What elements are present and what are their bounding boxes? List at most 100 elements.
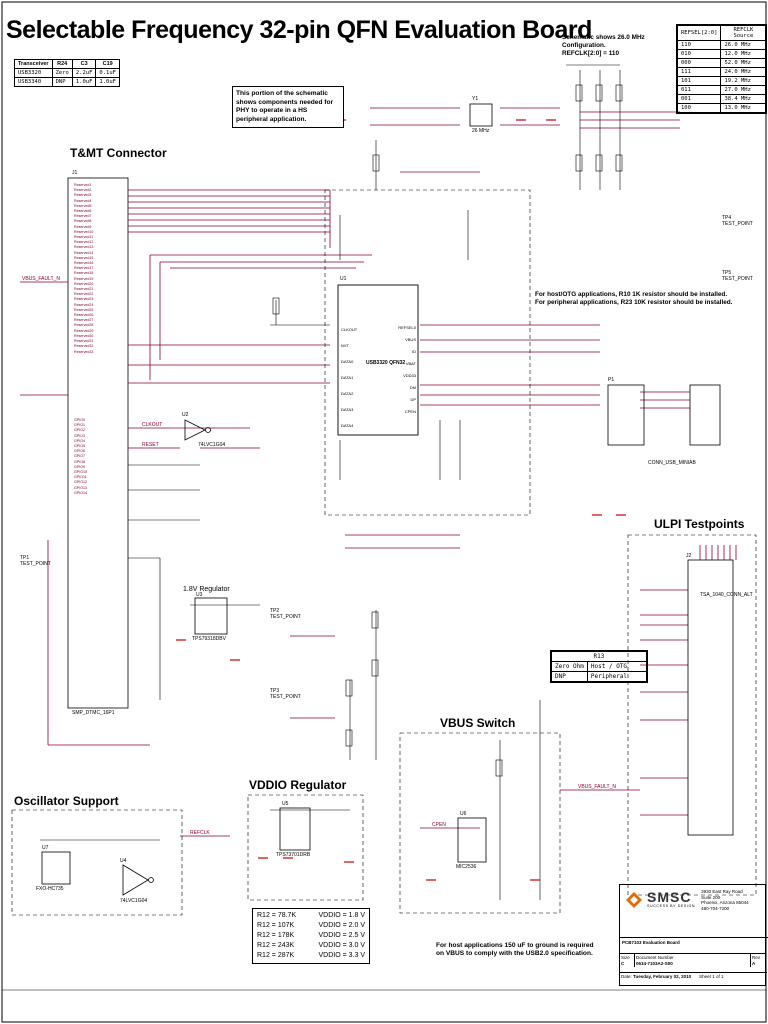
size-label: Size xyxy=(621,955,630,960)
tp2-label: TEST_POINT xyxy=(270,614,301,620)
j1-pin-label: Reserved14 xyxy=(74,250,94,255)
j2-part: TSA_1040_CONN_ALT xyxy=(700,592,753,598)
tp5-ref: TP5 xyxy=(722,270,732,276)
u4-part: 74LVC1G04 xyxy=(120,898,148,904)
company-tagline: SUCCESS BY DESIGN xyxy=(647,904,696,909)
u2-ref: U2 xyxy=(182,412,189,418)
vddio-regulator-heading: VDDIO Regulator xyxy=(249,778,347,792)
j1-gpio-label: GPIO3 xyxy=(74,433,85,438)
u7-part: FXO-HC735 xyxy=(36,886,64,892)
u1-pin-label: ID xyxy=(412,349,416,354)
j1-gpio-label: GPIO7 xyxy=(74,454,85,459)
table-cell: USB3340 xyxy=(14,77,53,87)
u1-pin-label: CPEN xyxy=(404,409,416,414)
sheet-value: 1 xyxy=(712,974,715,979)
u6-ref: U6 xyxy=(460,811,467,817)
u3-part: TPS79318DBV xyxy=(192,636,226,642)
net-cpen: CPEN xyxy=(432,822,446,828)
r12-value: R12 = 178K xyxy=(257,932,295,939)
table-cell: 38.4 MHz xyxy=(720,94,767,104)
table-cell: Zero xyxy=(51,68,73,78)
j1-gpio-label: GPIO11 xyxy=(74,475,87,480)
r12-value: R12 = 243K xyxy=(257,942,295,949)
u7-ref: U7 xyxy=(42,845,49,851)
table-cell: USB3320 xyxy=(14,68,53,78)
phy-note: This portion of the schematic shows comp… xyxy=(232,86,344,128)
address-line: 480-704-7200 xyxy=(701,905,730,911)
net-vbus-fault: VBUS_FAULT_N xyxy=(578,784,616,790)
j1-pin-label: Reserved28 xyxy=(74,323,94,328)
sheet-label: Sheet xyxy=(699,974,711,979)
j1-pin-label: Reserved19 xyxy=(74,276,94,281)
j1-pin-label: Reserved17 xyxy=(74,266,94,271)
u2-part: 74LVC1G04 xyxy=(198,442,226,448)
config-note-line1: Schematic shows 26.0 MHz Configuration. xyxy=(562,34,645,49)
u4-ref: U4 xyxy=(120,858,127,864)
j1-pin-label: Reserved29 xyxy=(74,328,94,333)
testpoint-tp2: TP2 TEST_POINT xyxy=(270,608,301,620)
j1-gpio-label: GPIO5 xyxy=(74,444,85,449)
u1-pin-label: CLKOUT xyxy=(341,327,358,332)
table-cell: 13.0 MHz xyxy=(720,103,767,114)
table-cell: 52.0 MHz xyxy=(720,58,767,68)
doc-number: 0634-7103A2-S00 xyxy=(636,960,673,966)
j1-gpio-label: GPIO13 xyxy=(74,485,87,490)
u1-pin-label: REFSEL0 xyxy=(398,325,416,330)
j1-pin-label: Reserved32 xyxy=(74,344,94,349)
vddio-value: VDDIO = 2.5 V xyxy=(318,932,366,939)
y1-part: 26 MHz xyxy=(472,128,490,134)
company-row: SMSC SUCCESS BY DESIGN 3930 East Ray Roa… xyxy=(620,885,765,911)
testpoint-tp3: TP3 TEST_POINT xyxy=(270,688,301,700)
table-cell: 100 xyxy=(676,103,722,114)
tp2-ref: TP2 xyxy=(270,608,280,614)
j1-pin-label: Reserved2 xyxy=(74,188,92,193)
j1-gpio-label: GPIO6 xyxy=(74,449,85,454)
table-cell: 24.0 MHz xyxy=(720,67,767,77)
refsel-header: REFSEL[2:0] xyxy=(676,24,722,41)
j1-pin-label: Reserved25 xyxy=(74,307,94,312)
table-cell: 111 xyxy=(676,67,722,77)
company-address: 3930 East Ray Road Suite 200 Phoenix, Ar… xyxy=(701,889,749,911)
j1-gpio-label: GPIO9 xyxy=(74,464,85,469)
address-line: Suite 200 xyxy=(701,894,721,900)
smsc-logo-icon xyxy=(626,892,642,908)
table-cell: 000 xyxy=(676,58,722,68)
date-value: Tuesday, February 02, 2010 xyxy=(633,974,692,979)
u1-pin-label: NXT xyxy=(341,343,349,348)
tp1-label: TEST_POINT xyxy=(20,561,51,567)
table-cell: 1.0uF xyxy=(95,77,120,87)
otg-note: For host/OTG applications, R10 1K resist… xyxy=(535,291,735,307)
j1-gpio-label: GPIO1 xyxy=(74,423,85,428)
u5-ref: U5 xyxy=(282,801,289,807)
size-value: C xyxy=(621,960,625,966)
size-cell: Size C xyxy=(620,954,635,967)
j1-pin-label: Reserved24 xyxy=(74,302,94,307)
j1-pin-label: Reserved22 xyxy=(74,292,94,297)
tp5-label: TEST_POINT xyxy=(722,276,753,282)
doc-number-row: Size C Document Number 0634-7103A2-S00 R… xyxy=(620,953,765,967)
u1-pin-label: VBAT xyxy=(405,361,416,366)
u1-pin-label: DP xyxy=(410,397,416,402)
tp1-ref: TP1 xyxy=(20,555,30,561)
reg18-heading: 1.8V Regulator xyxy=(183,586,230,593)
company-name: SMSC xyxy=(647,889,692,906)
j1-pin-label: Reserved31 xyxy=(74,339,94,344)
j1-pin-label: Reserved33 xyxy=(74,349,94,354)
rev-cell: Rev A xyxy=(751,954,765,967)
u1-pin-label: DATA3 xyxy=(341,407,354,412)
y1-ref: Y1 xyxy=(472,96,479,102)
j1-gpio-label: GPIO12 xyxy=(74,480,87,485)
u1-pin-label: DATA2 xyxy=(341,391,354,396)
tp3-label: TEST_POINT xyxy=(270,694,301,700)
table-cell: Zero Ohm xyxy=(550,661,588,672)
j1-pin-label: Reserved11 xyxy=(74,235,94,240)
address-line: Phoenix, Arizona 85044 xyxy=(701,900,749,905)
u1-ref: U1 xyxy=(340,276,347,282)
testpoint-tp4: TP4 TEST_POINT xyxy=(722,215,753,227)
